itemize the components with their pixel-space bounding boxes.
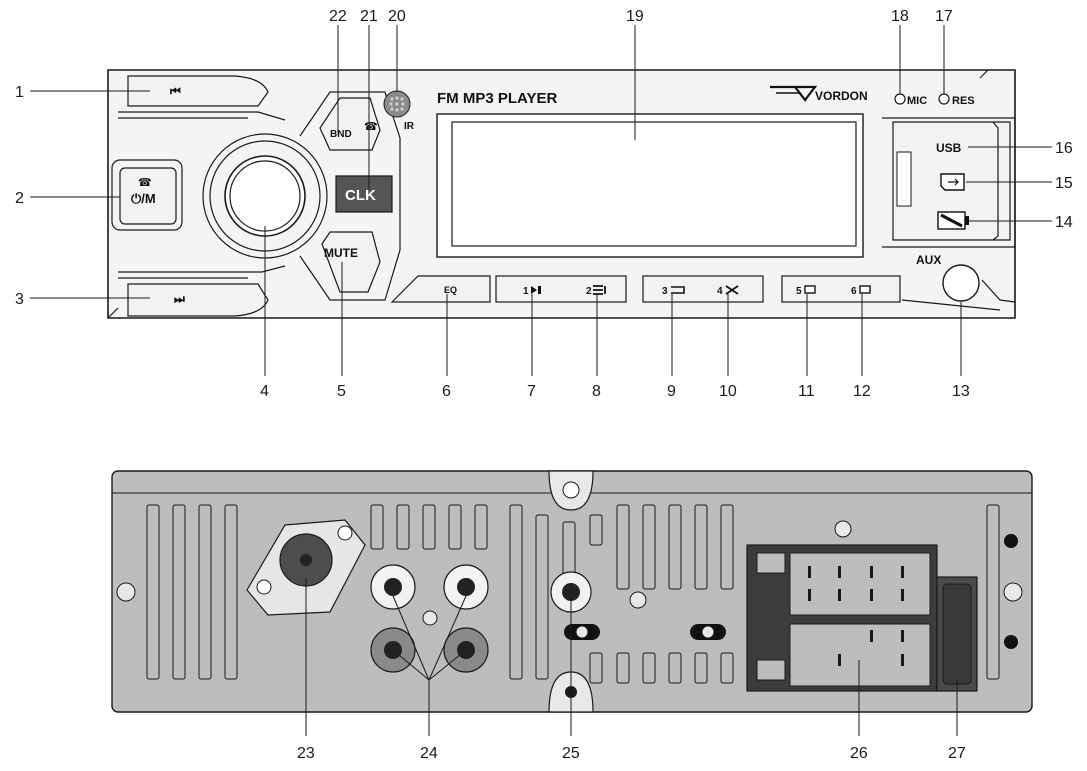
folder-down-icon (804, 285, 816, 294)
front-panel: ⏮ ⏭ ☎ ⏻/M BND ☎ (107, 69, 1016, 319)
callout-18: 18 (891, 8, 909, 25)
preset-buttons-1-2: 1 2 (495, 275, 627, 303)
screw-icon (337, 525, 353, 541)
antenna-socket[interactable] (246, 519, 366, 616)
callout-7: 7 (527, 383, 536, 400)
eq-button[interactable]: EQ (390, 275, 491, 303)
preset-2-button[interactable]: 2 (586, 285, 606, 297)
next-button[interactable]: ⏭ (118, 265, 286, 317)
callout-numbers: 1 2 3 4 5 6 7 8 9 10 11 12 13 14 15 16 1… (15, 8, 1073, 762)
eq-label: EQ (444, 285, 457, 295)
preset-3-button[interactable]: 3 (662, 286, 685, 297)
callout-11: 11 (798, 383, 815, 400)
callout-1: 1 (15, 84, 24, 101)
media-panel: USB (882, 117, 1016, 248)
svg-text:5: 5 (796, 286, 802, 297)
phone-answer-icon: ☎ (364, 121, 378, 133)
svg-text:3: 3 (662, 286, 668, 297)
callout-6: 6 (442, 383, 451, 400)
screw-icon (834, 520, 852, 538)
preset-6-button[interactable]: 6 (851, 285, 871, 297)
clock-button-face (335, 175, 393, 213)
play-pause-icon (531, 286, 541, 294)
next-icon: ⏭ (174, 292, 185, 306)
svg-text:2: 2 (586, 286, 592, 297)
band-button[interactable]: BND ☎ (319, 97, 381, 151)
callout-27: 27 (948, 745, 966, 762)
iso-connector[interactable] (746, 544, 938, 692)
screw-icon (116, 582, 136, 602)
screw-icon (629, 591, 647, 609)
callout-13: 13 (952, 383, 970, 400)
lcd-display (436, 113, 864, 258)
callout-5: 5 (337, 383, 346, 400)
clock-button[interactable]: CLK (335, 175, 393, 213)
model-title: FM MP3 PLAYER (437, 90, 557, 107)
callout-15: 15 (1055, 175, 1073, 192)
prev-icon: ⏮ (170, 84, 181, 98)
screw-icon (422, 610, 438, 626)
brand-logo: VORDON (770, 85, 868, 103)
fuse-holder[interactable] (936, 576, 978, 692)
callout-2: 2 (15, 190, 24, 207)
aux-jack[interactable]: AUX (901, 253, 1016, 311)
leader-lines (30, 25, 1052, 736)
preset-buttons-5-6: 5 6 (781, 275, 901, 303)
preset-1-button[interactable]: 1 (523, 286, 541, 297)
brand-name: VORDON (815, 89, 868, 103)
callout-8: 8 (592, 383, 601, 400)
reset-label: RES (952, 95, 975, 107)
usb-port-icon[interactable] (937, 211, 969, 230)
prev-button[interactable]: ⏮ (118, 75, 286, 121)
callout-9: 9 (667, 383, 676, 400)
screw-icon (256, 579, 272, 595)
ir-label: IR (404, 121, 415, 132)
callout-24: 24 (420, 745, 438, 762)
callout-21: 21 (360, 8, 378, 25)
preset-4-button[interactable]: 4 (717, 285, 739, 297)
callout-4: 4 (260, 383, 269, 400)
callout-16: 16 (1055, 140, 1073, 157)
callout-12: 12 (853, 383, 871, 400)
folder-up-icon (859, 285, 871, 294)
phone-hangup-icon: ☎ (138, 177, 152, 189)
callout-23: 23 (297, 745, 315, 762)
shuffle-icon (725, 285, 739, 295)
svg-text:1: 1 (523, 286, 529, 297)
callout-3: 3 (15, 291, 24, 308)
clock-label: CLK (345, 187, 376, 204)
callout-20: 20 (388, 8, 406, 25)
power-mode-button[interactable]: ☎ ⏻/M (111, 159, 183, 231)
mute-button[interactable]: MUTE (321, 231, 381, 293)
preset-buttons-3-4: 3 4 (642, 275, 764, 303)
sd-card-icon (940, 173, 965, 191)
callout-19: 19 (626, 8, 644, 25)
usb-label: USB (936, 141, 962, 155)
callout-14: 14 (1055, 214, 1073, 231)
band-label: BND (330, 129, 352, 140)
callout-17: 17 (935, 8, 953, 25)
display-info-icon (593, 285, 606, 295)
power-mode-label: ⏻/M (131, 191, 156, 206)
svg-text:4: 4 (717, 286, 723, 297)
rear-panel (111, 470, 1033, 713)
callout-25: 25 (562, 745, 580, 762)
mute-label: MUTE (324, 246, 358, 260)
screw-icon (562, 481, 580, 499)
callout-22: 22 (329, 8, 347, 25)
rca-outputs[interactable] (370, 564, 489, 673)
ir-receiver: IR (383, 90, 415, 132)
callout-26: 26 (850, 745, 868, 762)
aux-label: AUX (916, 253, 941, 267)
mic-label: MIC (907, 95, 927, 107)
callout-10: 10 (719, 383, 737, 400)
vent-slots (146, 504, 1000, 684)
repeat-icon (671, 286, 685, 294)
screw-icon (1003, 582, 1023, 602)
svg-text:6: 6 (851, 286, 857, 297)
preset-5-button[interactable]: 5 (796, 285, 816, 297)
